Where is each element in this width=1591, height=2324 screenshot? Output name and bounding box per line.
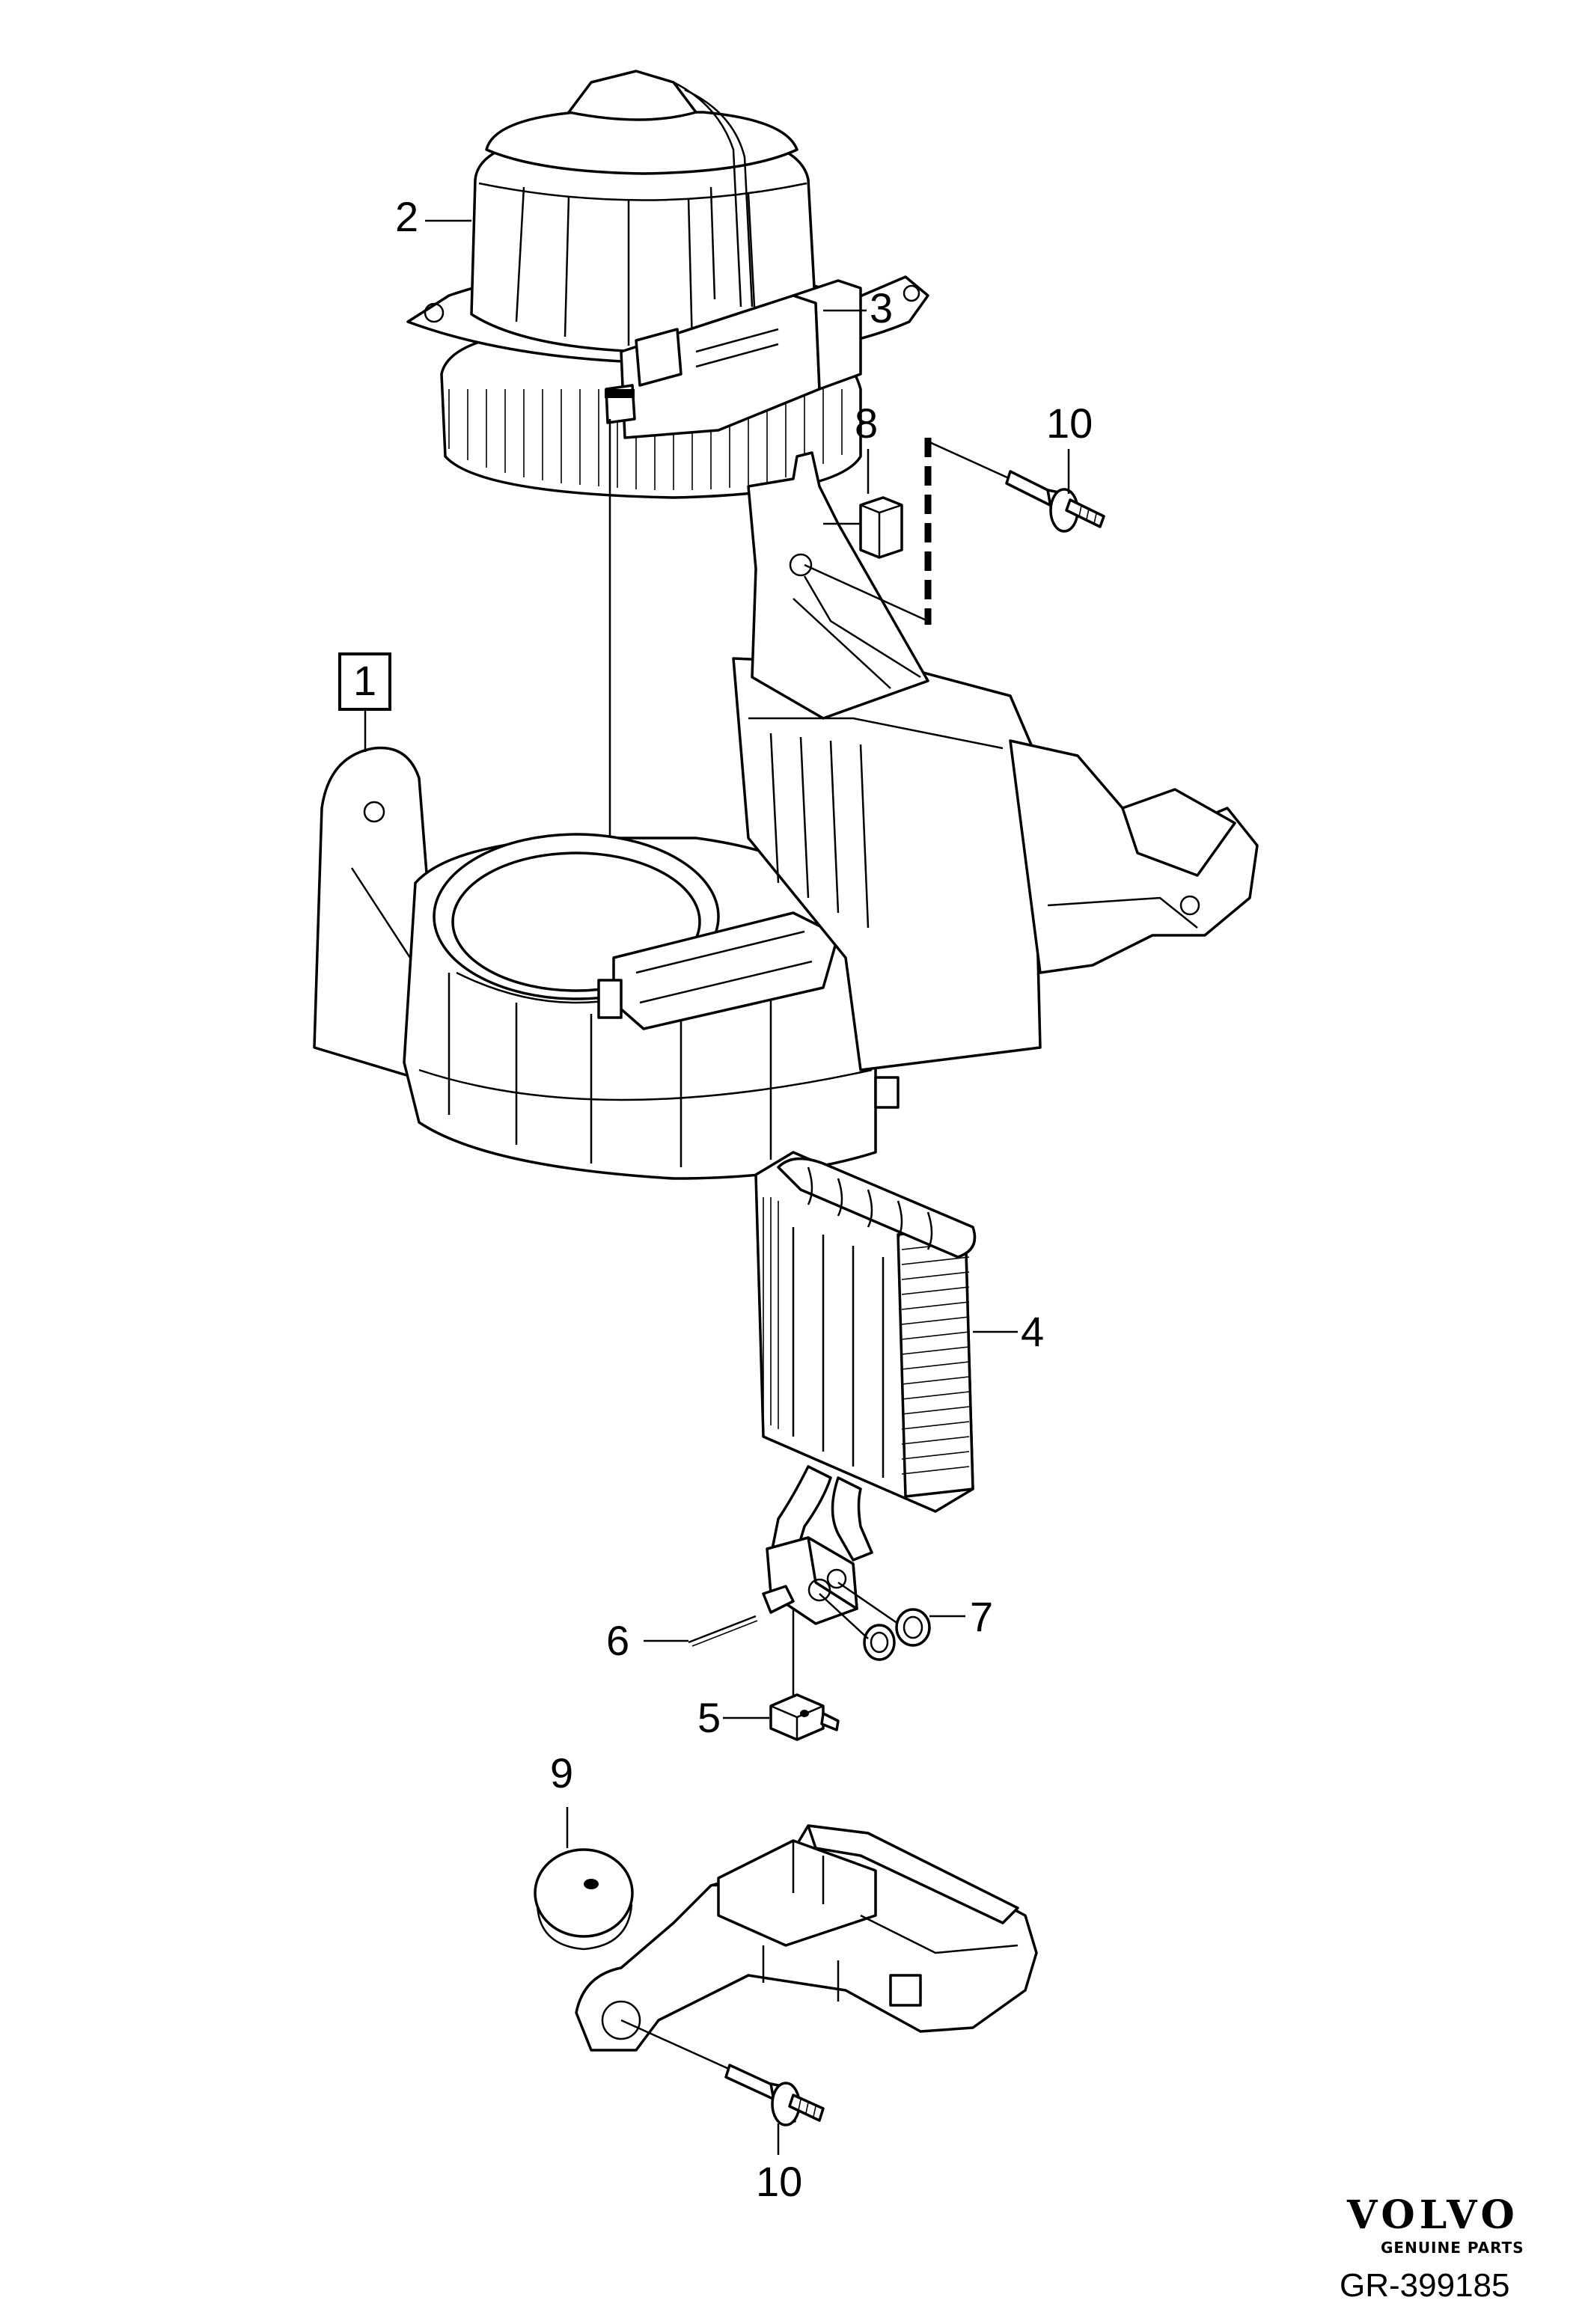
bolt-leader-bottom: [804, 563, 929, 623]
callout-10-top: 10: [1046, 400, 1093, 447]
sensor-block: [769, 1693, 840, 1741]
foam-pad: [859, 496, 903, 559]
hvac-housing: [313, 451, 1259, 1180]
blower-motor-assembly: [406, 70, 929, 499]
o-ring-leader-2: [819, 1593, 869, 1639]
genuine-parts-text: GENUINE PARTS: [1381, 2239, 1524, 2257]
screw: [688, 1615, 757, 1644]
evaporator-core: [754, 1151, 977, 1565]
expansion-valve: [762, 1536, 858, 1625]
callout-4: 4: [1021, 1308, 1045, 1355]
washer: [534, 1848, 634, 1951]
callout-10-bottom: 10: [756, 2158, 803, 2205]
callout-3: 3: [870, 284, 894, 331]
bolt-bottom-leader: [620, 2019, 738, 2074]
bolt-bottom: [724, 2064, 825, 2126]
o-ring-leader-1: [837, 1581, 899, 1625]
callout-1: 1: [338, 652, 392, 711]
callout-8: 8: [855, 400, 879, 447]
callout-5: 5: [697, 1694, 721, 1741]
bolt-top: [1005, 470, 1105, 533]
o-ring-small: [863, 1624, 896, 1661]
callout-9: 9: [550, 1749, 574, 1796]
lower-housing-cover: [575, 1824, 1038, 2052]
callout-2: 2: [395, 193, 419, 240]
o-ring-large: [895, 1608, 931, 1647]
bolt-leader-top: [927, 440, 1011, 480]
reference-number: GR-399185: [1340, 2267, 1510, 2304]
callout-7: 7: [970, 1593, 994, 1640]
callout-6: 6: [606, 1617, 630, 1664]
volvo-logo: VOLVO: [1347, 2192, 1519, 2238]
